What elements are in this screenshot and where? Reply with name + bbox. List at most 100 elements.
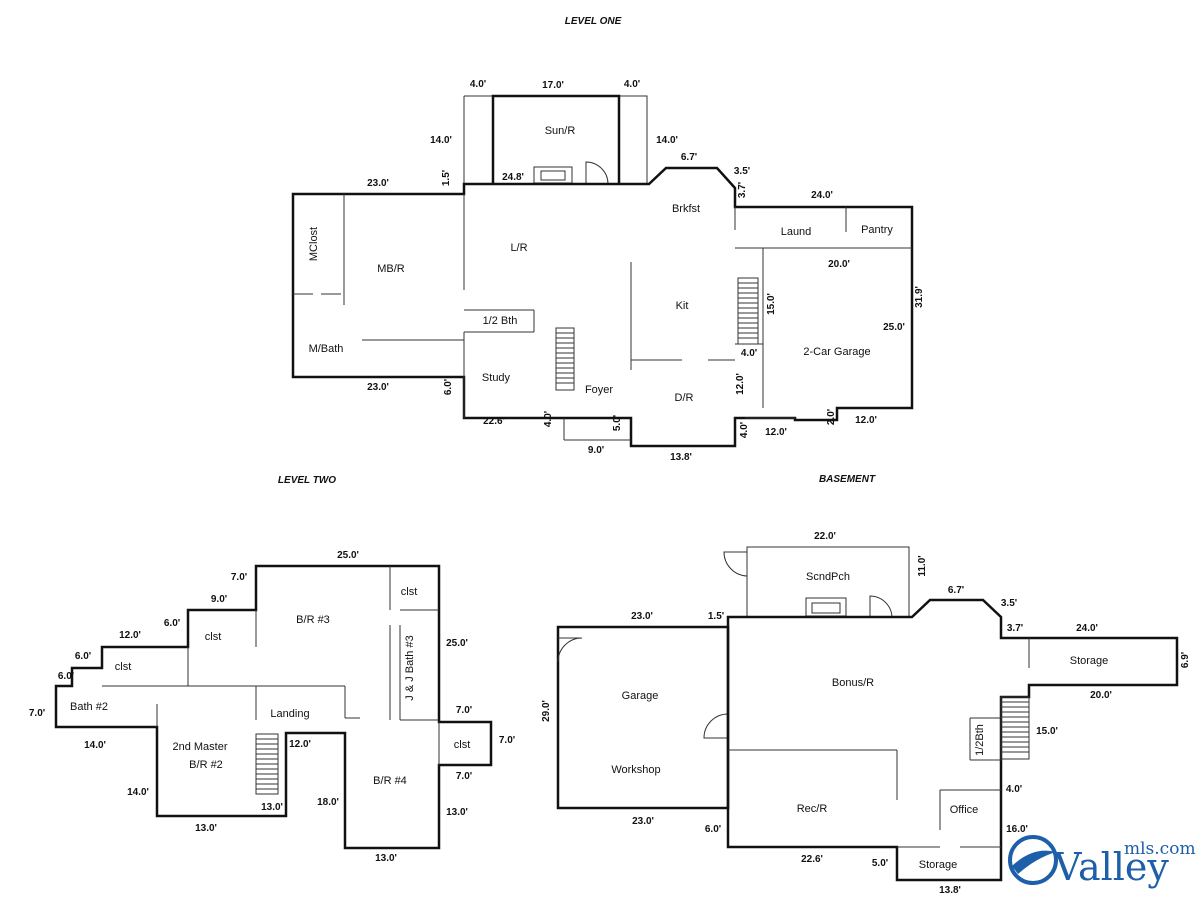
room-recreation: Rec/R xyxy=(797,803,828,815)
door-swing-icon xyxy=(723,551,748,577)
dimension-label: 23.0' xyxy=(367,382,389,393)
level-two-title: LEVEL TWO xyxy=(278,475,336,486)
room-second-master: 2nd Master xyxy=(172,741,227,753)
dimension-label: 24.0' xyxy=(811,190,833,201)
dimension-label: 29.0' xyxy=(541,700,552,722)
dimension-label: 23.0' xyxy=(632,816,654,827)
dimension-label: 6.0' xyxy=(705,824,721,835)
dimension-label: 1.5' xyxy=(441,170,452,186)
dimension-label: 15.0' xyxy=(766,293,777,315)
sunroom-walls xyxy=(491,94,621,184)
room-screened-porch: ScndPch xyxy=(806,571,850,583)
dimension-label: 13.8' xyxy=(670,452,692,463)
dimension-label: 7.0' xyxy=(456,705,472,716)
dimension-label: 7.0' xyxy=(499,735,515,746)
dimension-label: 20.0' xyxy=(828,259,850,270)
room-bedroom-3: B/R #3 xyxy=(296,614,330,626)
dimension-label: 3.5' xyxy=(734,166,750,177)
level-two-interior-walls xyxy=(102,566,440,765)
dimension-label: 5.0' xyxy=(612,415,623,431)
dimension-label: 6.0' xyxy=(164,618,180,629)
dimension-label: 31.9' xyxy=(914,286,925,308)
room-dining: D/R xyxy=(675,392,694,404)
screened-porch-walls xyxy=(746,546,910,617)
dimension-label: 18.0' xyxy=(317,797,339,808)
dimension-label: 15.0' xyxy=(1036,726,1058,737)
door-swing-icon xyxy=(703,713,729,739)
dimension-label: 14.0' xyxy=(430,135,452,146)
dimension-label: 13.8' xyxy=(939,885,961,896)
dimension-label: 9.0' xyxy=(588,445,604,456)
stairs-basement xyxy=(1000,696,1030,760)
dimension-label: 16.0' xyxy=(1006,824,1028,835)
dimension-label: 11.0' xyxy=(917,555,928,576)
dimension-label: 9.0' xyxy=(211,594,227,605)
room-landing: Landing xyxy=(270,708,309,720)
room-bedroom-4: B/R #4 xyxy=(373,775,407,787)
room-bath-2: Bath #2 xyxy=(70,701,108,713)
room-laundry: Laund xyxy=(781,226,812,238)
dimension-label: 13.0' xyxy=(261,802,283,813)
dimension-label: 14.0' xyxy=(127,787,149,798)
room-master-closet: MCl​ost xyxy=(308,227,320,261)
room-foyer: Foyer xyxy=(585,384,613,396)
dimension-label: 3.7' xyxy=(737,182,748,198)
dimension-label: 24.0' xyxy=(1076,623,1098,634)
level-one-plan: LEVEL ONE xyxy=(291,16,925,463)
dimension-label: 20.0' xyxy=(1090,690,1112,701)
room-bedroom-2: B/R #2 xyxy=(189,759,223,771)
level-two-plan: LEVEL TWO clst B/R #3 clst clst J & J Ba… xyxy=(29,475,515,864)
room-workshop: Workshop xyxy=(611,764,660,776)
dimension-label: 2.0' xyxy=(826,409,837,425)
dimension-label: 14.0' xyxy=(656,135,678,146)
level-one-interior-walls xyxy=(293,194,912,441)
logo-circle-icon xyxy=(1008,835,1058,885)
room-office: Office xyxy=(950,804,979,816)
dimension-label: 5.0' xyxy=(872,858,888,869)
dimension-label: 4.0' xyxy=(470,79,486,90)
room-garage: Garage xyxy=(622,690,659,702)
dimension-label: 6.0' xyxy=(58,671,74,682)
dimension-label: 7.0' xyxy=(456,771,472,782)
room-master-bedroom: MB/R xyxy=(377,263,405,275)
level-two-outline xyxy=(54,564,493,850)
dimension-label: 4.0' xyxy=(741,348,757,359)
stairs-level-two xyxy=(255,733,279,795)
room-closet: clst xyxy=(205,631,222,643)
dimension-label: 7.0' xyxy=(29,708,45,719)
basement-plan: BASEMENT ScndPch Garag xyxy=(541,474,1191,896)
dimension-label: 12.0' xyxy=(765,427,787,438)
dimension-label: 23.0' xyxy=(367,178,389,189)
dimension-label: 3.7' xyxy=(1007,623,1023,634)
dimension-label: 23.0' xyxy=(631,611,653,622)
dimension-label: 14.0' xyxy=(84,740,106,751)
dimension-label: 6.7' xyxy=(681,152,697,163)
dimension-label: 6.0' xyxy=(75,651,91,662)
logo-suffix: mls.com xyxy=(1124,839,1196,859)
dimension-label: 24.8' xyxy=(502,172,524,183)
dimension-label: 12.0' xyxy=(289,739,311,750)
logo-swoosh-icon xyxy=(1012,850,1056,874)
logo-brand: Valley xyxy=(1053,845,1169,889)
dimension-label: 12.0' xyxy=(735,373,746,395)
level-one-outline xyxy=(291,166,914,448)
room-living: L/R xyxy=(510,242,527,254)
room-sunroom: Sun/R xyxy=(545,125,576,137)
dimension-label: 25.0' xyxy=(883,322,905,333)
dimension-label: 25.0' xyxy=(446,638,468,649)
dimension-label: 12.0' xyxy=(855,415,877,426)
room-pantry: Pantry xyxy=(861,224,893,236)
dimension-label: 4.0' xyxy=(543,411,554,427)
dimension-label: 6.7' xyxy=(948,585,964,596)
fireplace-insert xyxy=(811,602,841,614)
dimension-label: 25.0' xyxy=(337,550,359,561)
valleymls-logo: Valley mls.com xyxy=(1008,835,1196,889)
fireplace-icon xyxy=(533,166,573,184)
dimension-label: 12.0' xyxy=(119,630,141,641)
dimension-label: 22.0' xyxy=(814,531,836,542)
room-study: Study xyxy=(482,372,511,384)
dimension-label: 6.9' xyxy=(1180,652,1191,668)
room-bonus: Bonus/R xyxy=(832,677,874,689)
door-swing-icon xyxy=(585,161,609,185)
